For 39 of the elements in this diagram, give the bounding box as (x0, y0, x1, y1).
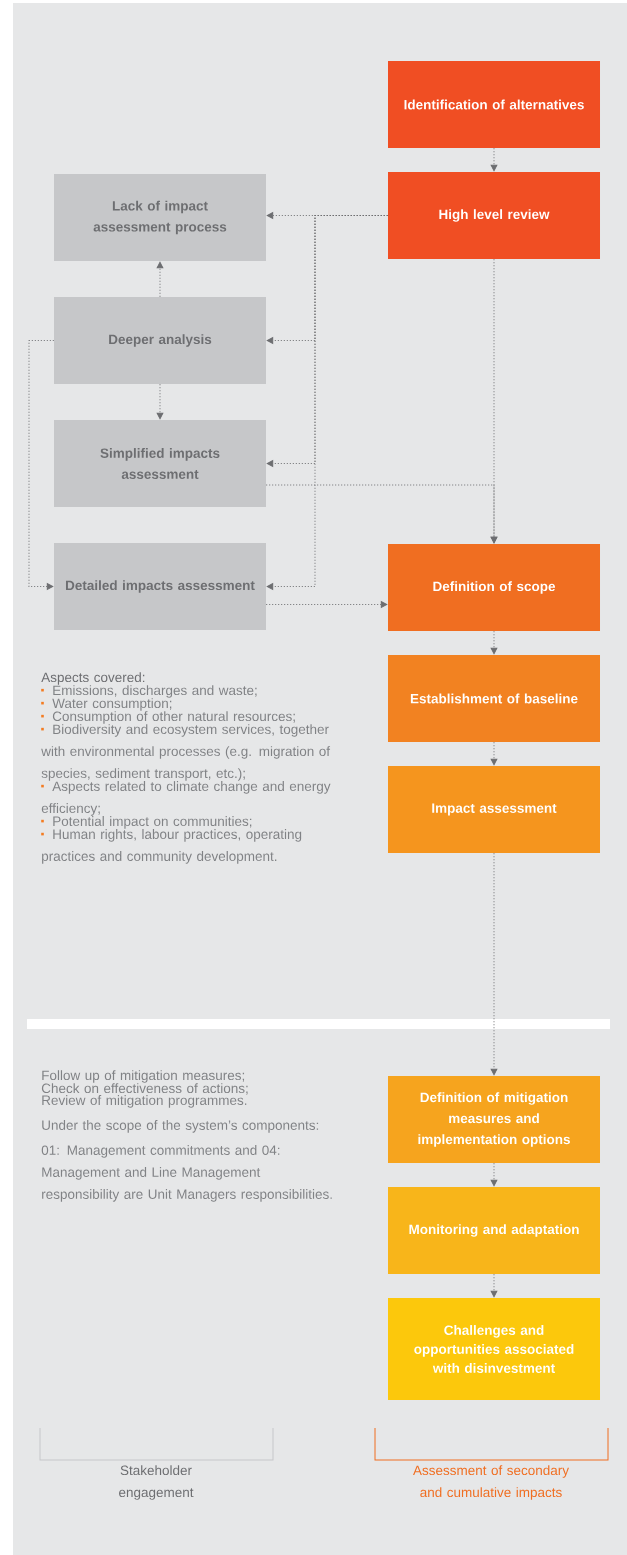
process-box: Challenges and opportunities associated with disinvestment (388, 1298, 600, 1400)
arrow (265, 484, 498, 544)
arrow (490, 630, 498, 655)
arrow (490, 1273, 498, 1298)
process-box: Monitoring and adaptation (388, 1187, 600, 1274)
note-text: Follow up of mitigation measures; (42, 1070, 245, 1083)
process-box: Establishment of baseline (388, 655, 600, 742)
arrow (28, 340, 55, 590)
process-box: Impact assessment (388, 766, 600, 853)
arrow (266, 215, 389, 590)
process-box: Identification of alternatives (388, 61, 600, 148)
process-box: Definition of scope (388, 544, 600, 631)
arrow (490, 147, 498, 172)
process-box: Deeper analysis (54, 297, 266, 384)
arrow (490, 852, 498, 1076)
note-text: Review of mitigation programmes. (42, 1095, 247, 1108)
note-text: Under the scope of the system’s components: (42, 1120, 319, 1133)
note-text: Check on effectiveness of actions; (41, 1083, 248, 1095)
bracket-label: Stakeholder engagement (119, 1465, 194, 1500)
process-box: Detailed impacts assessment (54, 543, 266, 630)
arrow (156, 261, 164, 298)
bullet-item: Biodiversity and ecosystem services, together with environmental processes (e.g. migration of species, sediment transport, etc.); (41, 724, 331, 781)
bullet-item: Potential impact on communities; (41, 816, 252, 829)
arrow (156, 383, 164, 420)
arrow (490, 1162, 498, 1187)
bullet-item: Consumption of other natural resources; (41, 711, 295, 724)
arrow (490, 741, 498, 766)
process-box: Simplified impacts assessment (54, 420, 266, 507)
bullet-item: Emissions, discharges and waste; (41, 685, 257, 698)
arrow (265, 601, 388, 608)
bracket-label: Assessment of secondary and cumulative impacts (413, 1465, 569, 1500)
bullet-item: Water consumption; (41, 698, 172, 711)
section-heading: Aspects covered: (41, 672, 145, 685)
process-box: High level review (388, 172, 600, 259)
process-box: Definition of mitigation measures and implementation options (388, 1076, 600, 1163)
process-box: Lack of impact assessment process (54, 174, 266, 261)
note-text: 01: Management commitments and 04: Management and Line Management responsibility are Unit Managers responsibilities. (41, 1145, 332, 1202)
bullet-item: Aspects related to climate change and energy efficiency; (41, 781, 331, 816)
bullet-item: Human rights, labour practices, operating practices and community development. (41, 829, 302, 864)
